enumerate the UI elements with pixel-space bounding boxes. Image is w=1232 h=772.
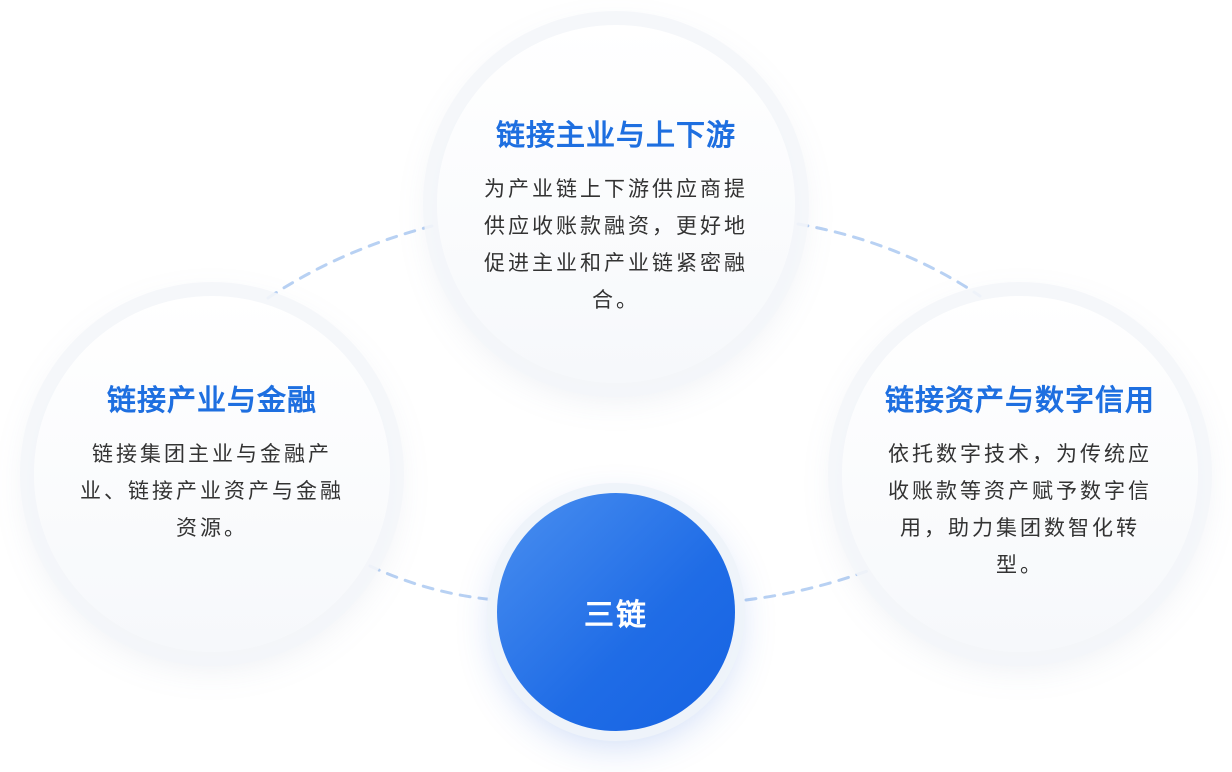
node-title: 链接主业与上下游 [495, 118, 736, 152]
node-industry-chain: 链接主业与上下游 为产业链上下游供应商提供应收账款融资，更好地促进主业和产业链紧… [437, 25, 795, 383]
center-hub: 三链 [497, 493, 735, 731]
node-title: 链接资产与数字信用 [884, 383, 1155, 417]
node-description: 为产业链上下游供应商提供应收账款融资，更好地促进主业和产业链紧密融合。 [484, 177, 748, 312]
connector-top-right [796, 222, 982, 298]
node-asset-digital-credit: 链接资产与数字信用 依托数字技术，为传统应收账款等资产赋予数字信用，助力集团数智… [842, 296, 1198, 652]
node-description: 链接集团主业与金融产业、链接产业资产与金融资源。 [80, 442, 344, 540]
connector-top-left [266, 224, 434, 300]
node-industry-finance: 链接产业与金融 链接集团主业与金融产业、链接产业资产与金融资源。 [34, 296, 390, 652]
connector-left-center [368, 564, 498, 602]
center-label: 三链 [584, 598, 648, 633]
node-title: 链接产业与金融 [106, 383, 317, 417]
node-description: 依托数字技术，为传统应收账款等资产赋予数字信用，助力集团数智化转型。 [888, 442, 1152, 577]
connector-right-center [744, 568, 872, 602]
